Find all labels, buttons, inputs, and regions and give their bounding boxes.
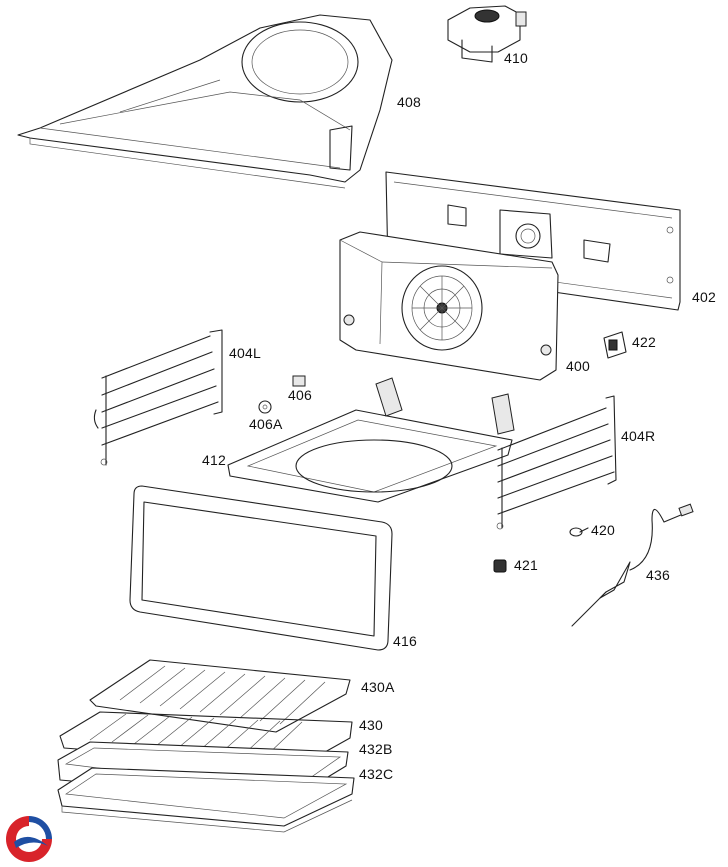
label-400: 400 — [566, 358, 590, 374]
label-421: 421 — [514, 557, 538, 573]
part-412-bottom-frame — [227, 377, 515, 503]
logo-blue-swoosh — [14, 836, 48, 848]
label-412: 412 — [202, 452, 226, 468]
part-432C-deep-tray — [57, 767, 355, 833]
part-406-fitting — [292, 375, 306, 387]
part-404R-right-rack-support — [496, 395, 617, 530]
label-430: 430 — [359, 717, 383, 733]
part-408-fan-cover — [17, 14, 393, 189]
part-410-component — [447, 5, 527, 63]
part-406A-washer — [258, 400, 272, 414]
logo-blue-arc — [29, 816, 52, 839]
label-404L: 404L — [229, 345, 261, 361]
part-400-fan-housing — [339, 231, 559, 381]
part-422-switch — [603, 331, 627, 359]
brand-logo — [6, 816, 52, 862]
part-416-door-gasket — [129, 485, 393, 651]
part-436-probe — [571, 503, 694, 627]
label-416: 416 — [393, 633, 417, 649]
part-420-screw — [569, 527, 589, 537]
part-421-nut — [493, 559, 507, 573]
label-432B: 432B — [359, 741, 393, 757]
part-430A-wire-rack — [89, 659, 351, 733]
label-402: 402 — [692, 289, 716, 305]
part-430-wire-rack — [59, 711, 353, 767]
part-404L-left-rack-support — [93, 329, 223, 466]
label-406: 406 — [288, 387, 312, 403]
logo-red-arc — [6, 816, 52, 862]
label-410: 410 — [504, 50, 528, 66]
label-420: 420 — [591, 522, 615, 538]
label-432C: 432C — [359, 766, 394, 782]
label-406A: 406A — [249, 416, 283, 432]
label-422: 422 — [632, 334, 656, 350]
label-408: 408 — [397, 94, 421, 110]
label-430A: 430A — [361, 679, 395, 695]
label-404R: 404R — [621, 428, 656, 444]
label-436: 436 — [646, 567, 670, 583]
